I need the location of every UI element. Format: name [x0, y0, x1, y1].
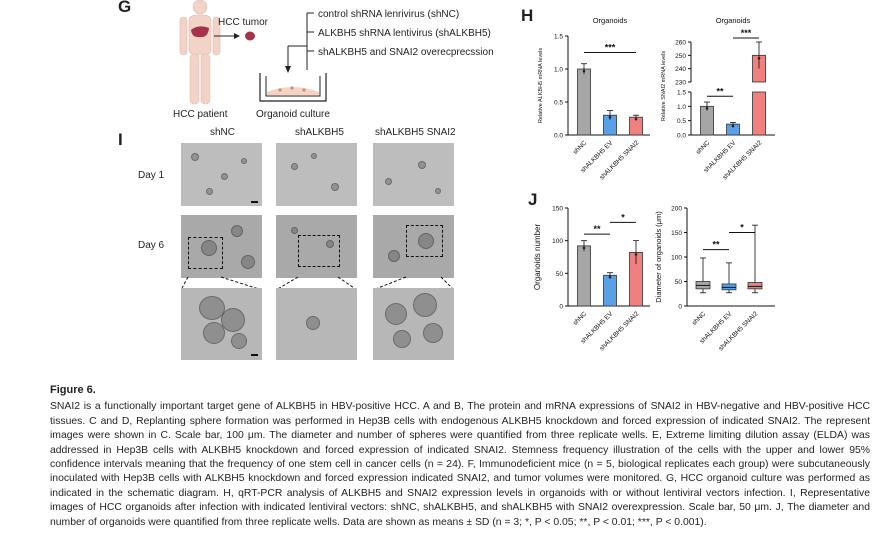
- y-tick-label: 50: [675, 279, 683, 286]
- y-tick-label: 100: [671, 255, 682, 262]
- y-tick-label: 0.5: [677, 118, 686, 125]
- y-tick-label: 1.5: [677, 90, 686, 97]
- data-point: [582, 69, 586, 73]
- panel-letter-g: G: [118, 0, 132, 16]
- y-tick-label: 200: [671, 206, 682, 213]
- y-tick-label: 0.0: [677, 133, 686, 140]
- y-tick-label: 250: [675, 53, 686, 60]
- y-tick-label: 1.0: [554, 67, 563, 74]
- y-axis-label: Diameter of organoids (μm): [654, 211, 663, 303]
- y-tick-label: 150: [671, 230, 682, 237]
- label-hcc-tumor: HCC tumor: [218, 17, 269, 28]
- micrograph-zoom-shalkbh5: [276, 288, 357, 360]
- condition-shalkbh5-snai2: shALKBH5 and SNAI2 overecprecssion: [318, 47, 494, 58]
- bar: [577, 245, 591, 307]
- y-tick-label: 240: [675, 66, 686, 73]
- significance-label: **: [716, 86, 724, 96]
- significance-label: *: [740, 223, 744, 233]
- row-label-day6: Day 6: [138, 240, 165, 251]
- label-organoid-culture: Organoid culture: [256, 109, 330, 120]
- y-axis-label: Relative SNAI2 mRNA levels: [661, 51, 667, 122]
- column-label-shnc: shNC: [210, 127, 236, 138]
- column-label-shalkbh5: shALKBH5: [295, 127, 344, 138]
- data-point: [608, 115, 612, 119]
- row-label-day1: Day 1: [138, 170, 165, 181]
- y-axis-label: Organoids number: [533, 224, 542, 291]
- tumor-arrow: [214, 31, 255, 41]
- y-tick-label: 50: [556, 271, 564, 278]
- bar: [752, 91, 766, 136]
- y-tick-label: 1.5: [554, 34, 563, 41]
- zoom-connectors: [180, 276, 455, 291]
- y-tick-label: 260: [675, 40, 686, 47]
- label-hcc-patient: HCC patient: [173, 109, 228, 120]
- micrograph-day1-shnc: [181, 143, 262, 206]
- data-point: [582, 246, 586, 250]
- bar: [603, 274, 617, 307]
- panel-letter-h: H: [521, 6, 534, 25]
- chart-title: Organoids: [716, 16, 751, 25]
- micrograph-day6-shnc: [181, 215, 262, 278]
- micrograph-zoom-shalkbh5-snai2: [373, 288, 454, 360]
- condition-shalkbh5: ALKBH5 shRNA lentivirus (shALKBH5): [318, 28, 491, 39]
- panel-letter-j: J: [528, 190, 538, 209]
- micrograph-day6-shalkbh5: [276, 215, 357, 278]
- liver-icon: [191, 26, 209, 38]
- y-tick-label: 150: [552, 206, 563, 213]
- micrograph-day1-shalkbh5-snai2: [373, 143, 454, 206]
- box: [747, 282, 763, 290]
- data-point: [705, 107, 709, 110]
- y-tick-label: 0: [678, 304, 682, 311]
- significance-label: ***: [741, 28, 752, 38]
- zoom-region-shalkbh5-snai2: [406, 225, 443, 257]
- micrograph-zoom-shnc: [181, 288, 262, 360]
- caption-title: Figure 6.: [50, 384, 96, 396]
- y-tick-label: 100: [552, 238, 563, 245]
- data-point: [634, 117, 638, 121]
- y-tick-label: 230: [675, 80, 686, 87]
- chart-title: Organoids: [593, 16, 628, 25]
- significance-label: ***: [605, 43, 616, 53]
- zoom-region-shnc: [188, 237, 223, 269]
- chart-organoid-diameter: Diameter of organoids (μm) 0 50 100 150 200 sh…: [654, 206, 775, 352]
- data-point: [757, 57, 761, 60]
- x-tick-label: shNC: [572, 310, 589, 327]
- patient-figure: [179, 0, 221, 105]
- condition-shnc: control shRNA lenrivirus (shNC): [318, 9, 460, 20]
- column-label-shalkbh5-snai2: shALKBH5 SNAI2: [375, 127, 456, 138]
- y-tick-label: 0.0: [554, 133, 563, 140]
- significance-label: **: [593, 224, 601, 234]
- zoom-region-shalkbh5: [298, 235, 340, 267]
- y-tick-label: 0: [559, 304, 563, 311]
- bar: [577, 68, 591, 136]
- y-tick-label: 1.0: [677, 104, 686, 111]
- data-point: [608, 275, 612, 279]
- micrograph-day6-shalkbh5-snai2: [373, 215, 454, 278]
- figure-caption: Figure 6. SNAI2 is a functionally import…: [50, 383, 870, 530]
- significance-label: *: [621, 212, 625, 222]
- x-tick-label: shNC: [691, 310, 708, 327]
- y-axis-label: Relative ALKBH5 mRNA levels: [538, 48, 544, 123]
- organoid-dish: [259, 12, 327, 102]
- data-point: [731, 124, 735, 128]
- x-tick-label: shNC: [572, 139, 589, 156]
- y-tick-label: 0.5: [554, 100, 563, 107]
- bar: [700, 105, 714, 136]
- panel-letter-i: I: [118, 130, 123, 149]
- data-point: [634, 253, 638, 256]
- x-tick-label: shNC: [695, 139, 712, 156]
- caption-text: SNAI2 is a functionally important target…: [50, 401, 870, 528]
- micrograph-day1-shalkbh5: [276, 143, 357, 206]
- significance-label: **: [712, 240, 720, 250]
